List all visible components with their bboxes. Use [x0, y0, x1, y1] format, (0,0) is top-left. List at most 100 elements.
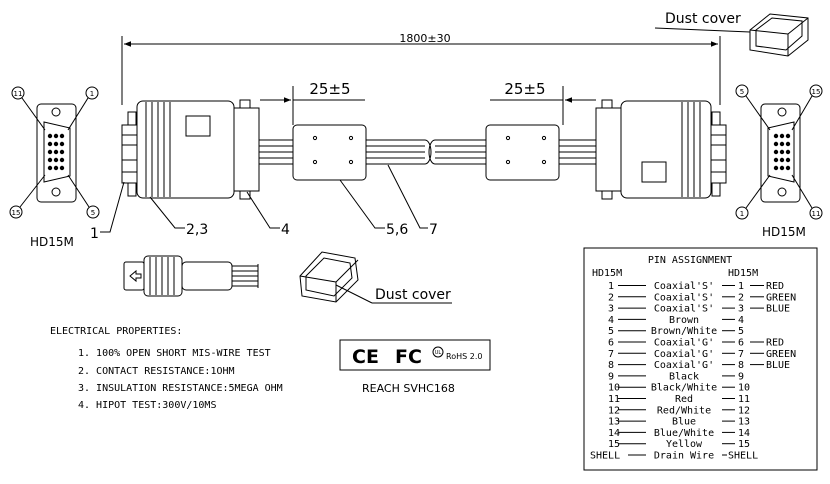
- callout-2-3: 2,3: [186, 222, 208, 238]
- pin-row-wire: Yellow: [666, 439, 703, 450]
- electrical-item: 2. CONTACT RESISTANCE:1OHM: [78, 366, 235, 377]
- pin-row-left: 3: [608, 304, 614, 315]
- callout-1: 1: [90, 226, 99, 242]
- pin-row-left: 2: [608, 292, 614, 303]
- pin-row-right: SHELL: [728, 451, 758, 462]
- pin-row-right: 15: [738, 439, 750, 450]
- pin-marker: 15: [812, 88, 821, 96]
- pin-row-right: 8: [738, 360, 744, 371]
- pin-row-right: 11: [738, 394, 750, 405]
- pin-row-left: 14: [608, 428, 620, 439]
- pin-row-left: SHELL: [590, 451, 620, 462]
- pin-row-right: 6: [738, 338, 744, 349]
- rohs-mark: RoHS 2.0: [446, 352, 482, 361]
- pin-row-wire: Brown: [669, 315, 699, 326]
- pin-marker: 1: [90, 90, 94, 98]
- pin-assignment-title: PIN ASSIGNMENT: [648, 255, 732, 266]
- right-connector-face: [735, 84, 823, 220]
- pin-assignment-header-right: HD15M: [728, 268, 758, 279]
- pin-row-wire: Red: [675, 394, 693, 405]
- pin-row-wire: Red/White: [657, 405, 711, 416]
- plug-small-view: [123, 255, 259, 297]
- pin-marker: 5: [91, 209, 95, 217]
- pin-row-right: 12: [738, 405, 750, 416]
- pin-row-right: 7: [738, 349, 744, 360]
- pin-row-left: 15: [608, 439, 620, 450]
- pin-row-right: 3: [738, 304, 744, 315]
- dust-cover-middle-illustration: [299, 251, 359, 303]
- pin-row-left: 13: [608, 417, 620, 428]
- pin-row-left: 9: [608, 371, 614, 382]
- pin-row-left: 10: [608, 383, 620, 394]
- electrical-title: ELECTRICAL PROPERTIES:: [50, 326, 182, 337]
- pin-row-color: GREEN: [766, 292, 796, 303]
- ferrite-dimension-left: 25±5: [260, 80, 365, 125]
- pin-row-wire: Coaxial'S': [654, 292, 714, 303]
- ferrite-dimension-right: 25±5: [490, 80, 596, 125]
- electrical-properties: ELECTRICAL PROPERTIES: 1. 100% OPEN SHOR…: [50, 326, 283, 411]
- pin-row-left: 7: [608, 349, 614, 360]
- certifications: CE FC UL RoHS 2.0 REACH SVHC168: [339, 339, 491, 395]
- pin-row-color: RED: [766, 281, 784, 292]
- dust-cover-middle-label: Dust cover: [375, 287, 451, 303]
- pin-marker: 1: [740, 210, 744, 218]
- pin-row-wire: Blue/White: [654, 428, 714, 439]
- pin-row-right: 4: [738, 315, 744, 326]
- dust-cover-top-illustration: [749, 13, 809, 57]
- pin-row-wire: Coaxial'G': [654, 349, 714, 360]
- pin-row-right: 5: [738, 326, 744, 337]
- callout-leaders: [100, 164, 428, 233]
- reach-label: REACH SVHC168: [362, 382, 455, 395]
- dust-cover-middle-leader: [335, 284, 373, 304]
- callout-4: 4: [281, 222, 290, 238]
- pin-row-right: 13: [738, 417, 750, 428]
- pin-row-right: 10: [738, 383, 750, 394]
- cable-side-view: [121, 99, 727, 200]
- pin-row-left: 6: [608, 338, 614, 349]
- pin-row-left: 1: [608, 281, 614, 292]
- ce-mark-icon: CE: [352, 346, 379, 368]
- dust-cover-top-leader: [654, 27, 751, 33]
- electrical-item: 3. INSULATION RESISTANCE:5MEGA OHM: [78, 383, 283, 394]
- pin-assignment-header-left: HD15M: [592, 268, 622, 279]
- pin-marker: 11: [14, 90, 23, 98]
- pin-row-left: 12: [608, 405, 620, 416]
- pin-row-wire: Brown/White: [651, 326, 717, 337]
- electrical-item: 1. 100% OPEN SHORT MIS-WIRE TEST: [78, 348, 271, 359]
- callout-7: 7: [429, 222, 438, 238]
- pin-row-color: BLUE: [766, 304, 790, 315]
- right-connector-label: HD15M: [762, 225, 806, 239]
- ferrite-right-label: 25±5: [504, 80, 545, 98]
- pin-row-wire: Black/White: [651, 383, 717, 394]
- overall-length-label: 1800±30: [399, 32, 450, 45]
- pin-row-wire: Coaxial'S': [654, 281, 714, 292]
- left-connector-label: HD15M: [30, 235, 74, 249]
- pin-row-wire: Coaxial'G': [654, 360, 714, 371]
- pin-row-color: GREEN: [766, 349, 796, 360]
- ferrite-left-label: 25±5: [309, 80, 350, 98]
- pin-row-wire: Coaxial'G': [654, 338, 714, 349]
- ul-mark-icon: UL: [435, 350, 442, 356]
- pin-row-color: RED: [766, 338, 784, 349]
- pin-row-wire: Black: [669, 371, 699, 382]
- pin-row-left: 8: [608, 360, 614, 371]
- electrical-item: 4. HIPOT TEST:300V/10MS: [78, 400, 216, 411]
- pin-row-wire: Coaxial'S': [654, 304, 714, 315]
- pin-marker: 5: [740, 88, 744, 96]
- dust-cover-top-label: Dust cover: [665, 11, 741, 27]
- pin-row-right: 9: [738, 371, 744, 382]
- pin-row-right: 14: [738, 428, 750, 439]
- callout-5-6: 5,6: [386, 222, 408, 238]
- pin-row-left: 11: [608, 394, 620, 405]
- pin-row-right: 1: [738, 281, 744, 292]
- overall-length-dimension: 1800±30: [121, 32, 721, 105]
- pin-row-left: 4: [608, 315, 614, 326]
- pin-row-wire: Drain Wire: [654, 451, 714, 462]
- pin-marker: 15: [12, 209, 21, 217]
- pin-row-color: BLUE: [766, 360, 790, 371]
- pin-row-wire: Blue: [672, 417, 696, 428]
- pin-row-right: 2: [738, 292, 744, 303]
- pin-row-left: 5: [608, 326, 614, 337]
